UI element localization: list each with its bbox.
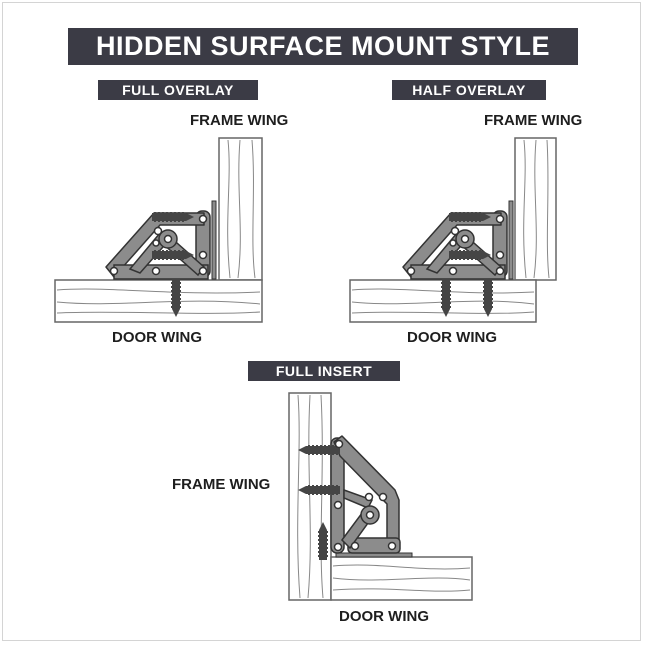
full-overlay-drawing: [54, 137, 263, 323]
half-overlay-label: HALF OVERLAY: [392, 80, 546, 100]
door-wing-board: [54, 279, 263, 323]
half-overlay-frame-wing-label: FRAME WING: [484, 112, 583, 129]
frame-wing-board: [288, 392, 332, 601]
full-overlay-frame-wing-label: FRAME WING: [190, 112, 289, 129]
half-overlay-door-wing-label: DOOR WING: [407, 329, 497, 346]
full-insert-drawing: [288, 392, 473, 601]
full-overlay-door-wing-label: DOOR WING: [112, 329, 202, 346]
frame-wing-board: [218, 137, 263, 281]
full-overlay-label: FULL OVERLAY: [98, 80, 258, 100]
hinge: [297, 435, 413, 561]
full-insert-frame-wing-label: FRAME WING: [172, 476, 271, 493]
half-overlay-drawing: [349, 137, 557, 323]
door-wing-board: [330, 556, 473, 601]
full-insert-door-wing-label: DOOR WING: [339, 608, 429, 625]
page-title: HIDDEN SURFACE MOUNT STYLE: [68, 28, 578, 65]
full-insert-label: FULL INSERT: [248, 361, 400, 381]
frame-wing-board: [514, 137, 557, 281]
